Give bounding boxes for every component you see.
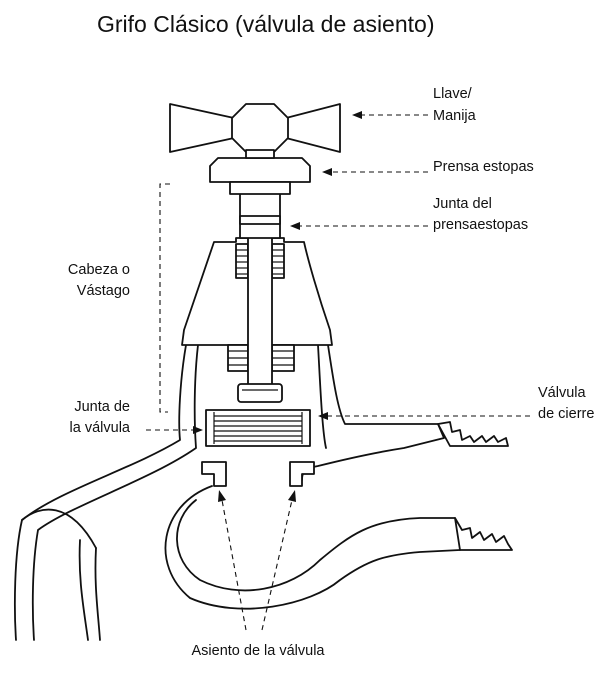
label-head-1: Cabeza o: [68, 262, 130, 278]
collar-threads: [227, 344, 295, 372]
head-threads: [235, 243, 285, 279]
label-washer-2: la válvula: [70, 420, 131, 436]
gland-nut: [209, 157, 311, 195]
label-seat: Asiento de la válvula: [192, 643, 326, 659]
label-handle-2: Manija: [433, 108, 477, 124]
label-jumper-1: Válvula: [538, 385, 586, 401]
diagram-title: Grifo Clásico (válvula de asiento): [97, 11, 434, 37]
faucet-body: [14, 344, 513, 641]
label-packing-1: Junta del: [433, 196, 492, 212]
valve-seat: [201, 461, 315, 487]
spindle: [237, 235, 283, 403]
gland-packing: [239, 191, 281, 239]
label-washer-1: Junta de: [74, 399, 130, 415]
label-head-2: Vástago: [77, 283, 130, 299]
label-handle-1: Llave/: [433, 86, 473, 102]
handle: [169, 103, 341, 159]
label-jumper-2: de cierre: [538, 406, 594, 422]
label-gland: Prensa estopas: [433, 159, 534, 175]
label-packing-2: prensaestopas: [433, 217, 528, 233]
jumper-valve: [205, 409, 311, 447]
leader-lines: [146, 111, 530, 631]
